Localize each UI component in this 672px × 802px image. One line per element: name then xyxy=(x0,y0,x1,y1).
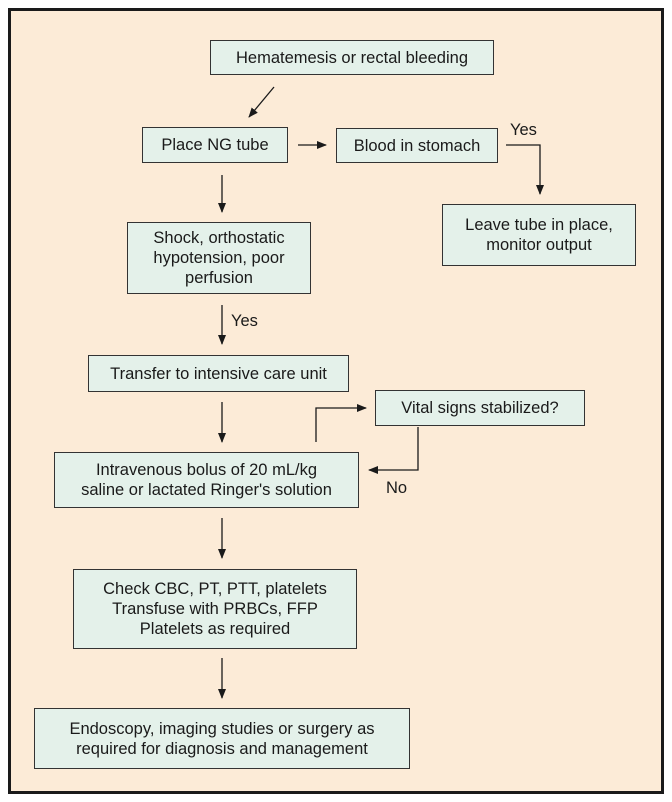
arrow-vitals-to-bolus xyxy=(368,427,419,474)
node-leave-tube: Leave tube in place, monitor output xyxy=(442,204,636,266)
arrow-start-to-ng xyxy=(248,86,275,118)
node-blood-in-stomach: Blood in stomach xyxy=(336,128,498,163)
node-text-line: Endoscopy, imaging studies or surgery as xyxy=(69,719,375,738)
arrow-bolus-to-vitals xyxy=(315,404,367,442)
node-text-line: Vital signs stabilized? xyxy=(401,399,559,417)
node-shock: Shock, orthostatic hypotension, poor perfu… xyxy=(127,222,311,294)
node-text-line: Shock, orthostatic xyxy=(153,229,285,247)
node-place-ng-tube: Place NG tube xyxy=(142,127,288,163)
arrow-blood-to-leave xyxy=(506,144,544,195)
node-text-line: Blood in stomach xyxy=(353,136,481,155)
node-text-line: Place NG tube xyxy=(161,136,269,154)
node-text-line: Transfuse with PRBCs, FFP xyxy=(112,600,318,618)
node-text-line: Intravenous bolus of 20 mL/kg xyxy=(95,461,318,479)
node-text-line: required for diagnosis and management xyxy=(76,739,368,758)
node-text-line: Check CBC, PT, PTT, platelets xyxy=(103,580,327,598)
node-endoscopy: Endoscopy, imaging studies or surgery as… xyxy=(34,708,410,769)
node-text-line: monitor output xyxy=(486,236,592,254)
node-hematemesis: Hematemesis or rectal bleeding xyxy=(210,40,494,75)
node-text-line: perfusion xyxy=(185,269,253,287)
node-vital-signs: Vital signs stabilized? xyxy=(375,390,585,426)
node-text-line: hypotension, poor xyxy=(153,249,285,267)
node-text-line: Transfer to intensive care unit xyxy=(110,364,327,383)
node-text-line: Hematemesis or rectal bleeding xyxy=(235,48,469,67)
node-text-line: saline or lactated Ringer's solution xyxy=(81,481,332,499)
label-no-vitals: No xyxy=(386,479,408,497)
node-text-line: Platelets as required xyxy=(139,620,291,638)
node-text-line: Leave tube in place, xyxy=(465,216,613,234)
node-transfer-icu: Transfer to intensive care unit xyxy=(88,355,349,392)
label-yes-shock: Yes xyxy=(231,312,258,330)
label-yes-blood: Yes xyxy=(510,121,537,139)
node-iv-bolus: Intravenous bolus of 20 mL/kg saline or l… xyxy=(54,452,359,508)
